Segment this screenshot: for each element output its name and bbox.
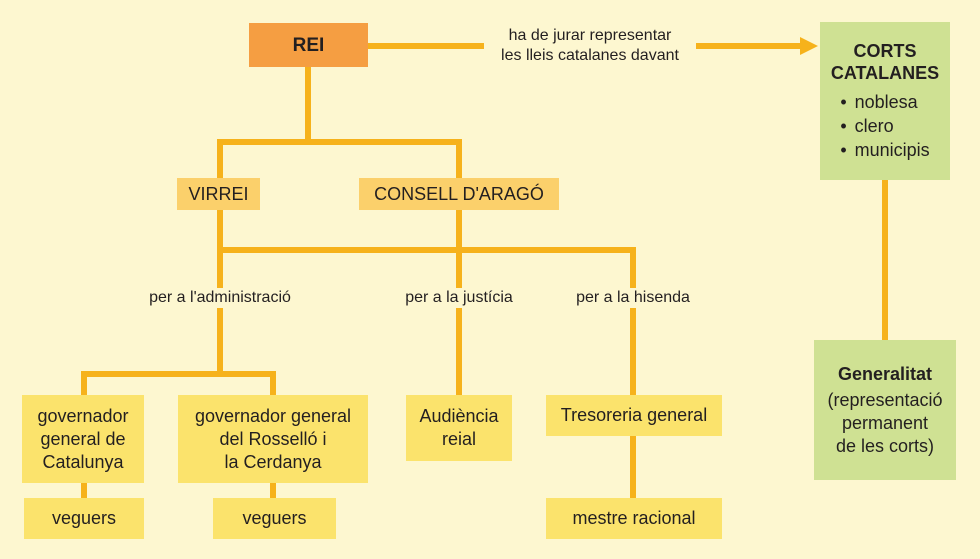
- label-jurar-line1: ha de jurar representar: [508, 27, 672, 44]
- node-corts-catalanes: CORTS CATALANES noblesa clero municipis: [820, 22, 950, 180]
- gov-catalunya-line1: governador: [37, 405, 129, 426]
- generalitat-title: Generalitat: [837, 363, 933, 384]
- gov-rossello-line2: del Rosselló i: [219, 428, 327, 449]
- corts-title-line1: CORTS: [853, 41, 917, 61]
- veguers-label: veguers: [242, 508, 307, 528]
- node-rei: REI: [249, 23, 368, 67]
- node-generalitat: Generalitat (representació permanent de …: [814, 340, 956, 480]
- label-jurar-line2: les lleis catalanes davant: [501, 47, 679, 64]
- gov-catalunya-line3: Catalunya: [42, 451, 124, 472]
- node-rei-label: REI: [292, 34, 325, 56]
- list-item: clero: [840, 114, 929, 138]
- corts-estates-list: noblesa clero municipis: [840, 90, 930, 162]
- veguers-label: veguers: [51, 508, 117, 528]
- arrow-head-icon: [800, 37, 818, 55]
- generalitat-line3: de les corts): [835, 435, 935, 456]
- node-consell-arago: CONSELL D'ARAGÓ: [359, 178, 559, 210]
- audiencia-line1: Audiència: [419, 406, 499, 426]
- generalitat-line2: permanent: [841, 412, 929, 433]
- gov-rossello-line1: governador general: [194, 405, 352, 426]
- audiencia-line2: reial: [441, 429, 476, 449]
- mestre-label: mestre racional: [572, 508, 696, 528]
- list-item: noblesa: [840, 90, 929, 114]
- node-consell-label: CONSELL D'ARAGÓ: [374, 183, 544, 204]
- node-veguers-rossello: veguers: [213, 498, 336, 539]
- node-gov-catalunya: governador general de Catalunya: [22, 395, 144, 483]
- generalitat-line1: (representació: [827, 389, 943, 410]
- corts-title-line2: CATALANES: [830, 63, 940, 83]
- node-virrei: VIRREI: [177, 178, 260, 210]
- node-veguers-catalunya: veguers: [24, 498, 144, 539]
- label-administracio: per a l'administració: [136, 288, 304, 308]
- gov-catalunya-line2: general de: [40, 428, 126, 449]
- label-jurar: ha de jurar representar les lleis catala…: [484, 26, 696, 66]
- node-tresoreria: Tresoreria general: [546, 395, 722, 436]
- node-virrei-label: VIRREI: [188, 183, 249, 204]
- gov-rossello-line3: la Cerdanya: [224, 451, 322, 472]
- node-mestre-racional: mestre racional: [546, 498, 722, 539]
- list-item: municipis: [840, 138, 930, 162]
- label-hisenda: per a la hisenda: [569, 288, 697, 308]
- label-justicia: per a la justícia: [397, 288, 521, 308]
- node-gov-rossello: governador general del Rosselló i la Cer…: [178, 395, 368, 483]
- tresoreria-label: Tresoreria general: [560, 405, 708, 425]
- node-audiencia: Audiència reial: [406, 395, 512, 461]
